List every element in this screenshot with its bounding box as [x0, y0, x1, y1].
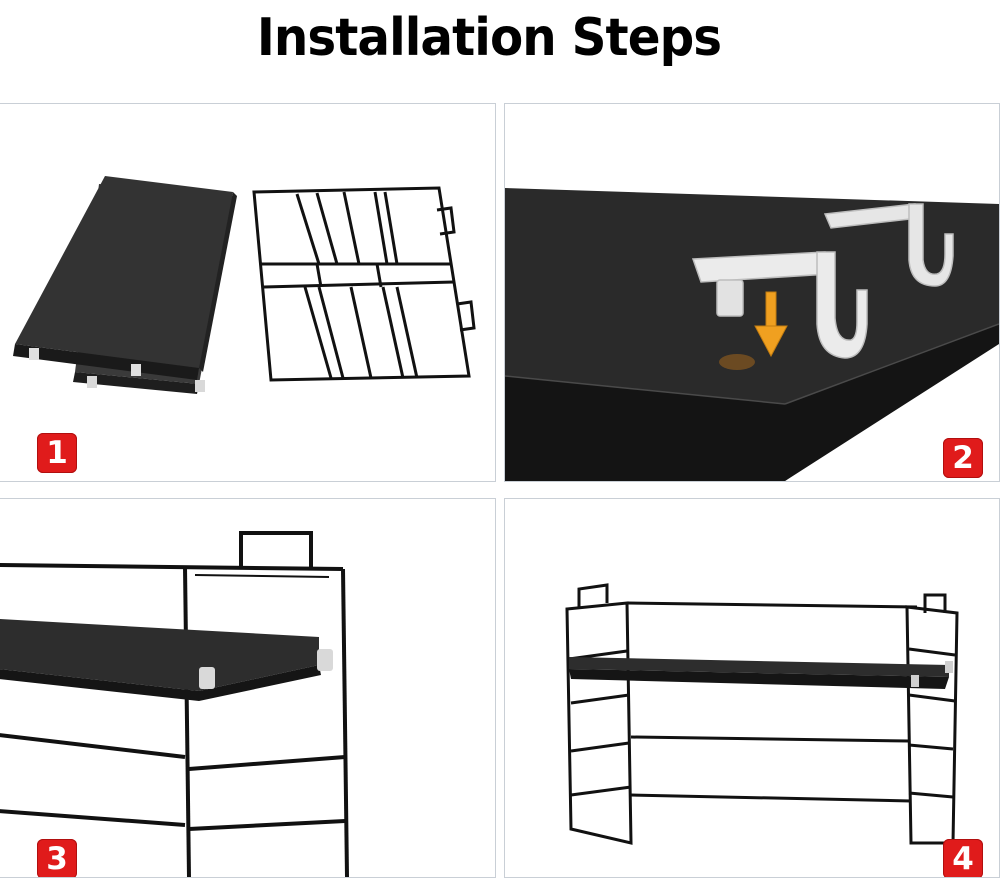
- clip-bracket-back: [823, 203, 954, 287]
- wire-frame: [565, 583, 959, 845]
- step-2-badge: 2: [943, 438, 983, 478]
- shelf-board: [0, 619, 321, 701]
- shelf-board: [569, 657, 949, 689]
- page-title: Installation Steps: [256, 8, 722, 68]
- clip-bracket-front: [691, 251, 868, 359]
- wire-frame: [0, 531, 349, 877]
- shelf-board: [505, 188, 999, 481]
- step-3-badge: 3: [37, 839, 77, 877]
- step-3-illustration: [0, 531, 349, 877]
- step-1-panel: 1: [0, 103, 496, 482]
- step-1-badge: 1: [37, 433, 77, 473]
- clip-right: [945, 661, 953, 673]
- clip-right: [317, 649, 333, 671]
- step-4-illustration: [565, 583, 959, 845]
- step-4-panel: 4: [504, 498, 1000, 878]
- wire-frame-panel: [252, 186, 476, 382]
- step-3-panel: 3: [0, 498, 496, 878]
- step-1-illustration: [13, 176, 476, 394]
- clip-right-lower: [911, 675, 919, 687]
- screw-hole: [719, 354, 755, 370]
- down-arrow-icon: [754, 291, 788, 358]
- step-2-illustration: [505, 188, 999, 481]
- step-4-badge: 4: [943, 839, 983, 877]
- step-2-panel: 2: [504, 103, 1000, 482]
- clip-left: [199, 667, 215, 689]
- shelf-board-front: [13, 176, 237, 380]
